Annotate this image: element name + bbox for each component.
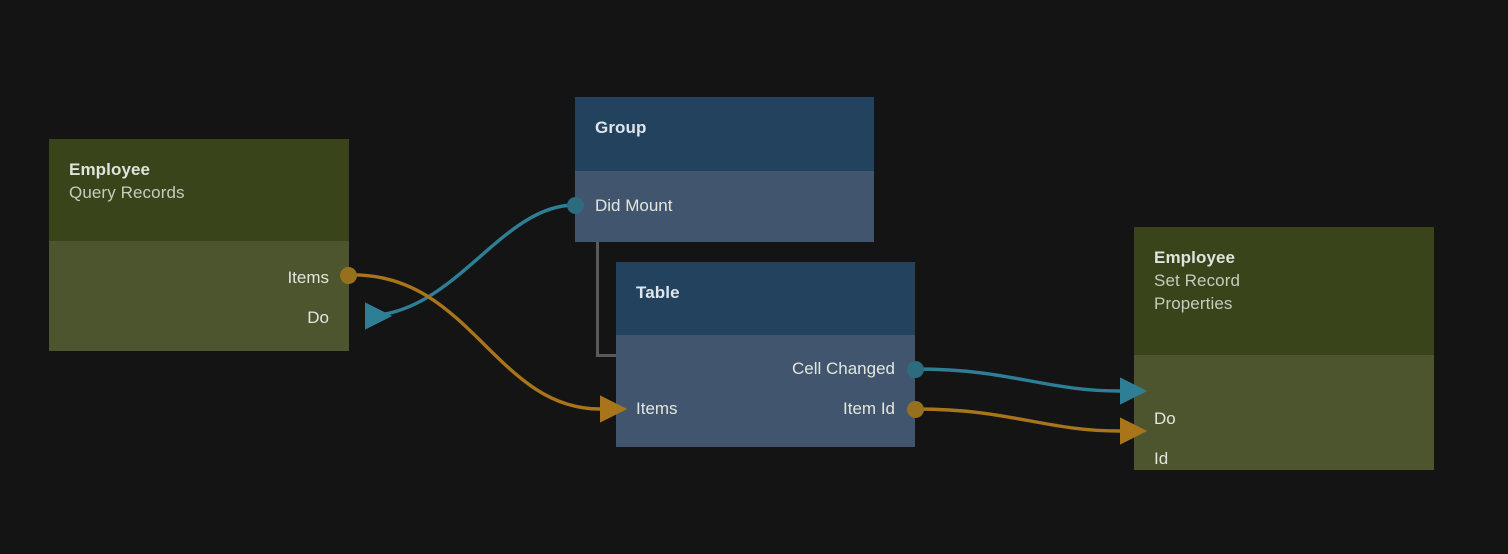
pin-cell-changed-output[interactable]: [907, 361, 924, 378]
node-title: Table: [636, 283, 680, 302]
port-items-output[interactable]: Items: [287, 268, 329, 287]
node-subtitle-line-1: Set Record: [1154, 271, 1241, 290]
port-cell-changed-output[interactable]: Cell Changed: [791, 359, 895, 378]
node-employee-query-records[interactable]: Employee Query Records Items Do: [49, 139, 349, 351]
wire-table-itemid-to-setrec-id: [916, 407, 1148, 445]
port-id-input[interactable]: Id: [1154, 449, 1169, 468]
node-table[interactable]: Table Cell Changed Item Id Items: [616, 262, 915, 447]
node-title: Group: [595, 118, 647, 137]
port-do-input[interactable]: Do: [307, 308, 329, 327]
node-header-set-record-properties: Employee Set Record Properties: [1134, 227, 1434, 355]
node-subtitle: Query Records: [69, 183, 185, 202]
pin-item-id-output[interactable]: [907, 401, 924, 418]
node-subtitle-line-2: Properties: [1154, 294, 1233, 313]
port-items-input[interactable]: Items: [636, 399, 678, 418]
pin-items-output-query-records[interactable]: [340, 267, 357, 284]
node-body-table: Cell Changed Item Id Items: [616, 335, 915, 447]
node-title: Employee: [69, 160, 151, 179]
wire-query-items-to-table-items: [349, 273, 628, 423]
port-do-input[interactable]: Do: [1154, 409, 1176, 428]
node-header-group: Group: [575, 97, 874, 171]
node-title: Employee: [1154, 248, 1236, 267]
node-header-query-records: Employee Query Records: [49, 139, 349, 241]
wire-group-didmount-to-query-do: [364, 203, 576, 330]
node-group[interactable]: Group Did Mount: [575, 97, 874, 242]
node-header-table: Table: [616, 262, 915, 335]
port-item-id-output[interactable]: Item Id: [843, 399, 895, 418]
node-employee-set-record-properties[interactable]: Employee Set Record Properties Do Id: [1134, 227, 1434, 470]
port-did-mount-output[interactable]: Did Mount: [595, 196, 673, 215]
node-body-group: Did Mount: [575, 171, 874, 242]
pin-did-mount-output[interactable]: [567, 197, 584, 214]
wire-table-cellchanged-to-setrec-do: [916, 367, 1148, 405]
node-body-set-record-properties: Do Id: [1134, 355, 1434, 470]
node-body-query-records: Items Do: [49, 241, 349, 351]
